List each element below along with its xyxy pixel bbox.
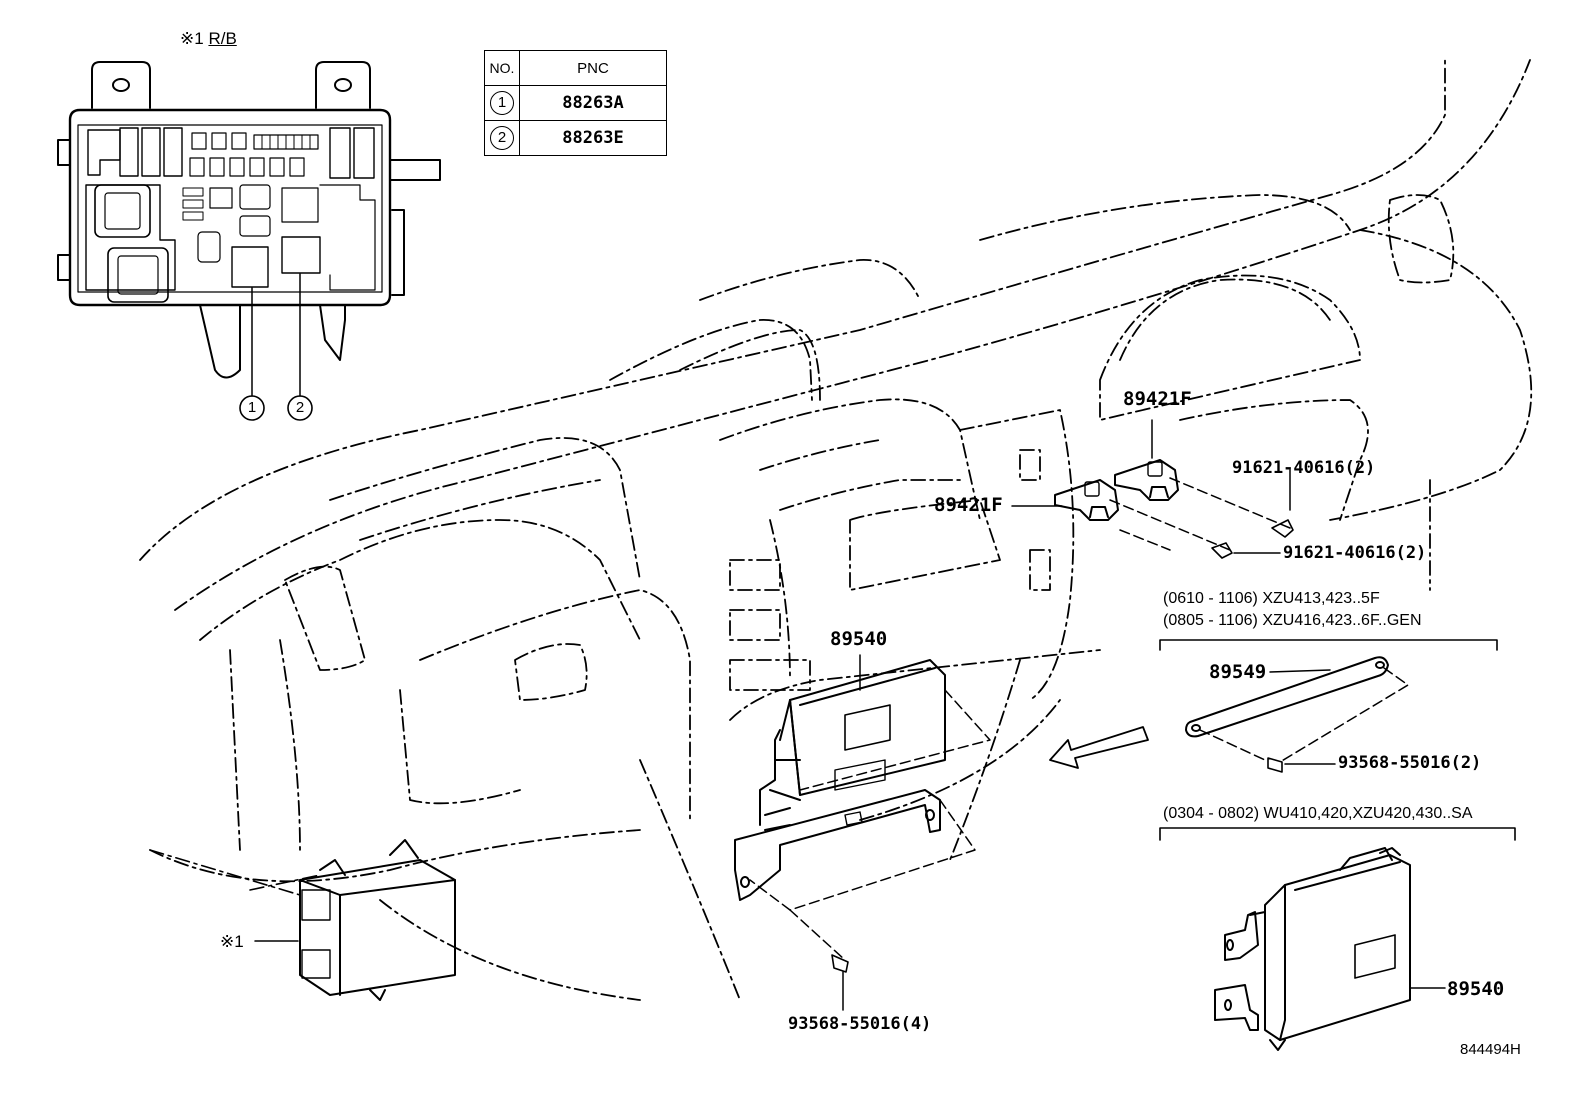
callout-2-label: 2 — [295, 399, 305, 416]
relay-block-installed — [254, 839, 456, 1001]
relay-block-install-guides — [149, 849, 321, 896]
label-sensor-lower: 89421F — [934, 494, 1003, 516]
callout-circle-1 — [239, 395, 265, 421]
bracket-mounting-guides — [1199, 667, 1409, 763]
bolt-lower — [1211, 542, 1281, 559]
screw-main — [831, 954, 849, 1011]
label-sensor-upper: 89421F — [1123, 388, 1192, 410]
instrument-panel — [139, 59, 1533, 1001]
row-pnc: 88263E — [519, 120, 667, 156]
row-number: 1 — [490, 91, 514, 115]
screw-bracket — [1267, 757, 1336, 773]
row-number: 2 — [490, 126, 514, 150]
label-variant-b: (0304 - 0802) WU410,420,XZU420,430..SA — [1163, 805, 1473, 822]
label-ecu-main: 89540 — [830, 628, 888, 650]
relay-block-ref-mark: ※1 — [180, 29, 204, 48]
illustration-number: 844494H — [1460, 1041, 1521, 1058]
direction-arrow — [1049, 726, 1149, 769]
sensor-89421f-lower — [1011, 479, 1119, 521]
row-pnc: 88263A — [519, 85, 667, 121]
table-row: 2 88263E — [484, 120, 667, 156]
relay-block-title-text: R/B — [208, 29, 237, 48]
ecu-mounting-guides — [749, 689, 991, 961]
relay-block-title: ※1 R/B — [180, 30, 237, 47]
header-no: NO. — [484, 50, 520, 86]
label-bolt-lower: 91621-40616(2) — [1283, 543, 1427, 563]
label-bolt-upper: 91621-40616(2) — [1232, 458, 1376, 478]
relay-block-outline — [57, 61, 441, 397]
label-variant-a-line1: (0610 - 1106) XZU413,423..5F — [1163, 590, 1380, 607]
callout-circle-2 — [287, 395, 313, 421]
sensor-mounting-guides — [1109, 477, 1291, 551]
label-relay-block-ref: ※1 — [220, 932, 244, 951]
bolt-upper — [1271, 469, 1294, 538]
header-pnc: PNC — [519, 50, 667, 86]
label-bracket: 89549 — [1209, 661, 1267, 683]
pnc-table: NO. PNC 1 88263A 2 88263E — [484, 50, 667, 156]
pnc-table-header: NO. PNC — [484, 50, 667, 86]
ecu-89540-variant — [1214, 847, 1446, 1051]
bracket-89549 — [1185, 656, 1389, 738]
label-variant-a-line2: (0805 - 1106) XZU416,423..6F..GEN — [1163, 612, 1422, 629]
ecu-bracket — [734, 729, 941, 901]
table-row: 1 88263A — [484, 85, 667, 121]
label-screw-bracket: 93568-55016(2) — [1338, 753, 1482, 773]
callout-1-label: 1 — [247, 399, 257, 416]
label-screw-main: 93568-55016(4) — [788, 1014, 932, 1034]
sensor-89421f-upper — [1114, 419, 1179, 501]
variant-a-bracket — [1159, 639, 1498, 651]
variant-b-bracket — [1159, 827, 1516, 841]
ecu-89540-main — [769, 654, 946, 801]
label-ecu-variant: 89540 — [1447, 978, 1505, 1000]
